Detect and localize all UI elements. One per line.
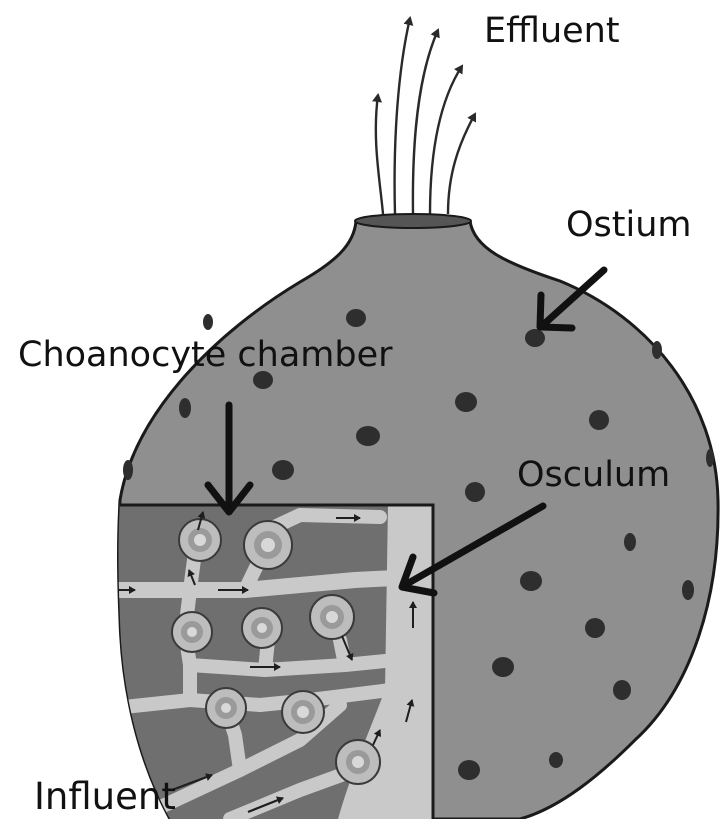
ostium-label: Ostium	[566, 208, 692, 243]
ostium-pore	[465, 482, 485, 502]
ostium-pore	[346, 309, 366, 327]
ostium-pore	[624, 533, 636, 551]
ostium-pore	[549, 752, 563, 768]
choanocyte-chamber-label: Choanocyte chamber	[18, 338, 393, 373]
effluent-label: Effluent	[484, 14, 620, 49]
ostium-pore	[589, 410, 609, 430]
ostium-pore	[203, 314, 213, 330]
choanocyte-chamber	[336, 740, 380, 784]
osculum-label: Osculum	[517, 458, 670, 493]
choanocyte-chamber	[206, 688, 246, 728]
ostium-pore	[613, 680, 631, 700]
ostium-pore	[585, 618, 605, 638]
influent-label: Influent	[34, 778, 176, 815]
choanocyte-chamber	[244, 521, 292, 569]
cutaway-section	[100, 505, 433, 819]
ostium-pore	[123, 460, 133, 480]
choanocyte-chamber	[172, 612, 212, 652]
ostium-pore	[525, 329, 545, 347]
effluent-arrow-5	[448, 114, 475, 214]
choanocyte-chamber	[242, 608, 282, 648]
ostium-pore	[272, 460, 294, 480]
osculum-opening	[355, 214, 471, 228]
ostium-pore	[179, 398, 191, 418]
ostium-pore	[492, 657, 514, 677]
effluent-arrow-1	[376, 95, 383, 214]
choanocyte-chamber	[282, 691, 324, 733]
ostium-pore	[652, 341, 662, 359]
effluent-arrow-4	[430, 66, 462, 214]
effluent-arrow-2	[395, 18, 410, 214]
ostium-pore	[458, 760, 480, 780]
effluent-arrow-3	[413, 30, 438, 214]
ostium-pore	[520, 571, 542, 591]
effluent-arrows	[376, 18, 475, 214]
ostium-pore	[356, 426, 380, 446]
ostium-pore	[682, 580, 694, 600]
choanocyte-chamber	[310, 595, 354, 639]
ostium-pore	[706, 449, 714, 467]
ostium-pore	[455, 392, 477, 412]
